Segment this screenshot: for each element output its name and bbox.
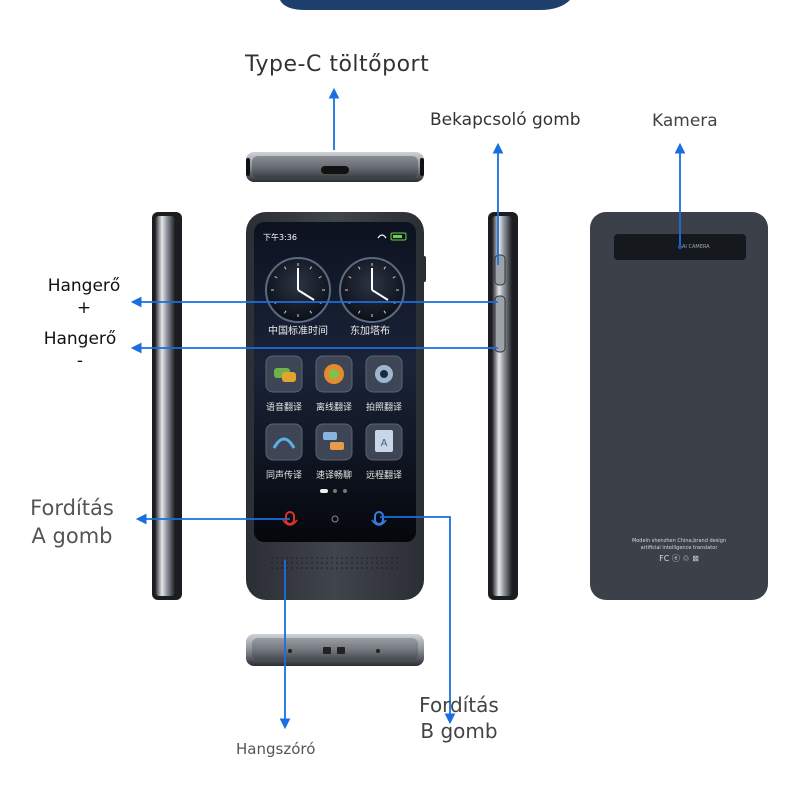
device-back bbox=[590, 212, 768, 600]
label-translate-b: Fordítás B gomb bbox=[409, 692, 509, 744]
status-time: 下午3:36 bbox=[263, 233, 297, 242]
app-label-remote: 远程翻译 bbox=[365, 471, 402, 481]
label-volume-down-word: Hangerő bbox=[43, 329, 117, 349]
label-translate-a: Fordítás A gomb bbox=[22, 494, 122, 550]
back-desc-line: artificial intelligence translator bbox=[640, 545, 718, 551]
top-banner bbox=[280, 0, 570, 10]
label-translate-a-line2: A gomb bbox=[31, 524, 113, 548]
annotation-arrows bbox=[130, 87, 686, 730]
label-translate-a-line1: Fordítás bbox=[30, 496, 114, 520]
label-charging-port: Type-C töltőport bbox=[245, 52, 430, 77]
app-label-chat: 速译畅聊 bbox=[315, 471, 352, 481]
label-camera: Kamera bbox=[652, 111, 718, 131]
back-model-line: Modeln shenzhen China,brand design bbox=[631, 538, 727, 544]
mic-b-icon bbox=[371, 511, 387, 526]
device-left-side-view bbox=[152, 212, 182, 600]
label-volume-up-word: Hangerő bbox=[47, 276, 121, 296]
mic-a-icon bbox=[282, 511, 298, 526]
label-speaker: Hangszóró bbox=[236, 740, 316, 758]
label-volume-down-sign: - bbox=[76, 351, 84, 371]
back-cert-marks: FC ⓔ ♲ ⊠ bbox=[659, 554, 699, 563]
label-translate-b-line2: B gomb bbox=[420, 719, 498, 743]
label-power-button: Bekapcsoló gomb bbox=[430, 110, 581, 130]
clock-1-label: 中国标准时间 bbox=[268, 326, 328, 337]
app-label-simultaneous: 同声传译 bbox=[265, 471, 302, 481]
device-right-side-view bbox=[488, 212, 518, 600]
clock-2-label: 东加塔布 bbox=[350, 326, 390, 337]
label-volume-up-sign: + bbox=[76, 298, 92, 318]
device-top-view bbox=[246, 152, 424, 182]
svg-text:A: A bbox=[381, 438, 388, 449]
label-volume-up: Hangerő + bbox=[40, 275, 128, 319]
speaker-grille bbox=[271, 557, 398, 569]
label-translate-b-line1: Fordítás bbox=[419, 693, 499, 717]
device-bottom-view bbox=[246, 634, 424, 666]
app-label-offline: 离线翻译 bbox=[315, 403, 352, 413]
app-label-voice: 语音翻译 bbox=[265, 403, 302, 413]
back-camera-text: AI CAMERA bbox=[682, 244, 710, 250]
label-volume-down: Hangerő - bbox=[36, 328, 124, 372]
app-label-camera: 拍照翻译 bbox=[365, 403, 402, 413]
app-icon-grid: A bbox=[265, 355, 403, 461]
